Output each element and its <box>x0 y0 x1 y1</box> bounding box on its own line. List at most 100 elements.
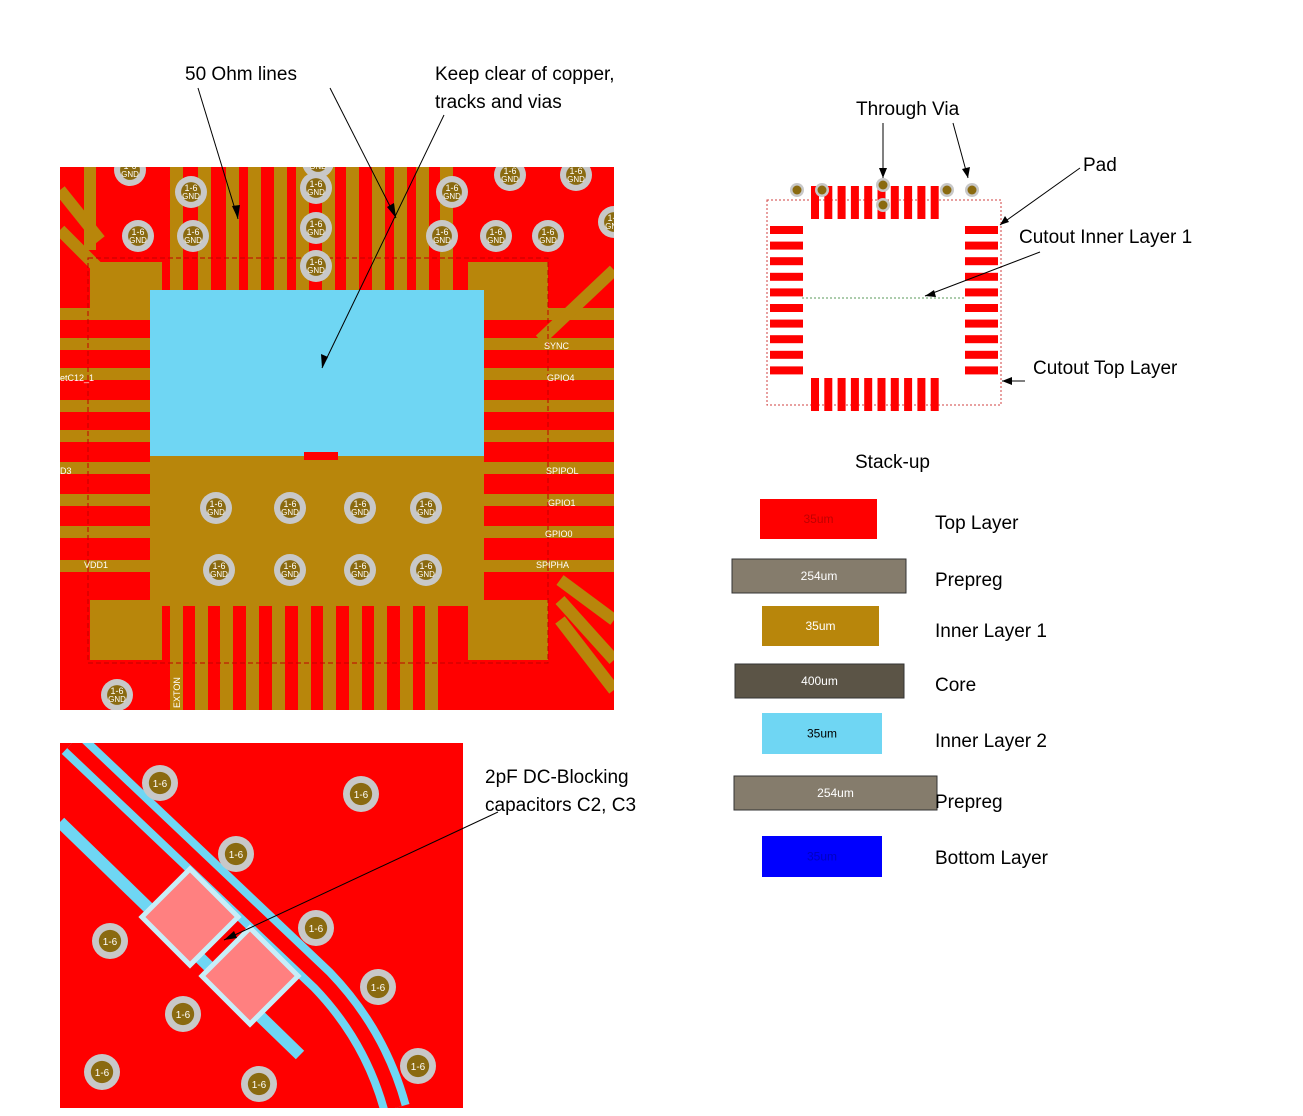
via-net-label: 1-6 <box>229 850 244 861</box>
through-via <box>876 178 890 192</box>
callout-cutout-top: Cutout Top Layer <box>1033 358 1178 379</box>
pad <box>770 288 803 297</box>
pad <box>877 378 886 411</box>
stackup-swatch <box>762 836 882 877</box>
via-net-label: 1-6 <box>311 153 324 163</box>
via-gnd-label: GND <box>501 175 519 184</box>
via-net-label: 1-6 <box>131 227 144 237</box>
via-net-label: 1-6 <box>123 161 136 171</box>
via-net-label: 1-6 <box>435 227 448 237</box>
via-net-label: 1-6 <box>353 561 366 571</box>
stackup-thickness: 35um <box>807 850 837 864</box>
via-net-label: 1-6 <box>252 1080 267 1091</box>
pad <box>770 272 803 281</box>
pad <box>811 186 819 219</box>
callout-cutout-inner: Cutout Inner Layer 1 <box>1019 227 1192 248</box>
via-net-label: 1-6 <box>353 499 366 509</box>
pad <box>965 304 998 312</box>
net-label-sync: SYNC <box>544 341 570 351</box>
net-label-spipol: SPIPOL <box>546 466 579 476</box>
via-gnd-label: GND <box>417 508 435 517</box>
net-label-exton: EXTON <box>172 677 182 708</box>
via-net-label: 1-6 <box>95 1068 110 1079</box>
pcb-capacitor-view: 1-61-61-61-61-61-61-61-61-61-6 <box>60 743 463 1108</box>
via: 1-6 <box>400 1048 436 1084</box>
net-label-netc12: etC12_1 <box>60 373 94 383</box>
pad <box>917 378 926 411</box>
via-gnd-label: GND <box>307 266 325 275</box>
via-net-label: 1-6 <box>607 213 620 223</box>
stackup-layer-name: Bottom Layer <box>935 848 1049 869</box>
via-net-label: 1-6 <box>209 499 222 509</box>
stackup-thickness: 254um <box>801 569 838 583</box>
via: 1-6 <box>298 910 334 946</box>
via-net-label: 1-6 <box>419 499 432 509</box>
pcb-vias-bottom: 1-61-61-61-61-61-61-61-61-61-6 <box>84 765 436 1102</box>
pad <box>904 186 913 219</box>
via-gnd-label: GND <box>182 192 200 201</box>
pcb-top-view: 1-6GND1-6GND1-6GND1-6GND1-6GND1-6GND1-6G… <box>60 153 620 710</box>
pad <box>824 378 833 411</box>
callout-arrowheads <box>224 167 1012 940</box>
package-footprint <box>766 178 1002 411</box>
through-via <box>965 183 979 197</box>
stackup-layer-name: Core <box>935 675 976 696</box>
pad <box>965 366 998 375</box>
via-gnd-label: GND <box>121 170 139 179</box>
pcb-vias: 1-6GND1-6GND1-6GND1-6GND1-6GND1-6GND1-6G… <box>101 153 620 710</box>
capacitor-c3 <box>198 924 302 1028</box>
via-gnd-label: GND <box>207 508 225 517</box>
through-via <box>876 198 890 212</box>
stackup-thickness: 35um <box>805 619 835 633</box>
stackup-row: 254um Prepreg <box>731 558 1003 594</box>
via-net-label: 1-6 <box>354 790 369 801</box>
net-label-spipha: SPIPHA <box>536 560 569 570</box>
stackup-layer-name: Prepreg <box>935 570 1003 591</box>
via: 1-6 <box>241 1066 277 1102</box>
pad <box>930 378 939 411</box>
pad <box>864 186 873 219</box>
stackup-swatch <box>760 499 877 539</box>
stackup-swatch <box>762 713 882 754</box>
pad <box>770 241 803 250</box>
pad <box>965 288 998 297</box>
capacitor-c2 <box>138 865 242 969</box>
stackup-row: 35um Bottom Layer <box>762 836 1049 877</box>
pad <box>824 186 833 219</box>
via-gnd-label: GND <box>210 570 228 579</box>
through-via <box>940 183 954 197</box>
pad-label-box <box>304 452 338 460</box>
via-net-label: 1-6 <box>103 937 118 948</box>
via-net-label: 1-6 <box>283 561 296 571</box>
pad <box>917 186 926 219</box>
via: 1-6 <box>84 1054 120 1090</box>
through-via <box>790 183 804 197</box>
callout-keep-clear-2: tracks and vias <box>435 92 562 113</box>
pad <box>904 378 913 411</box>
stackup-thickness: 35um <box>807 727 837 741</box>
pad <box>770 335 803 344</box>
via-net-label: 1-6 <box>419 561 432 571</box>
net-label-d3: D3 <box>60 466 72 476</box>
via-net-label: 1-6 <box>411 1062 426 1073</box>
pad <box>864 378 873 411</box>
net-label-gpio1: GPIO1 <box>548 498 576 508</box>
